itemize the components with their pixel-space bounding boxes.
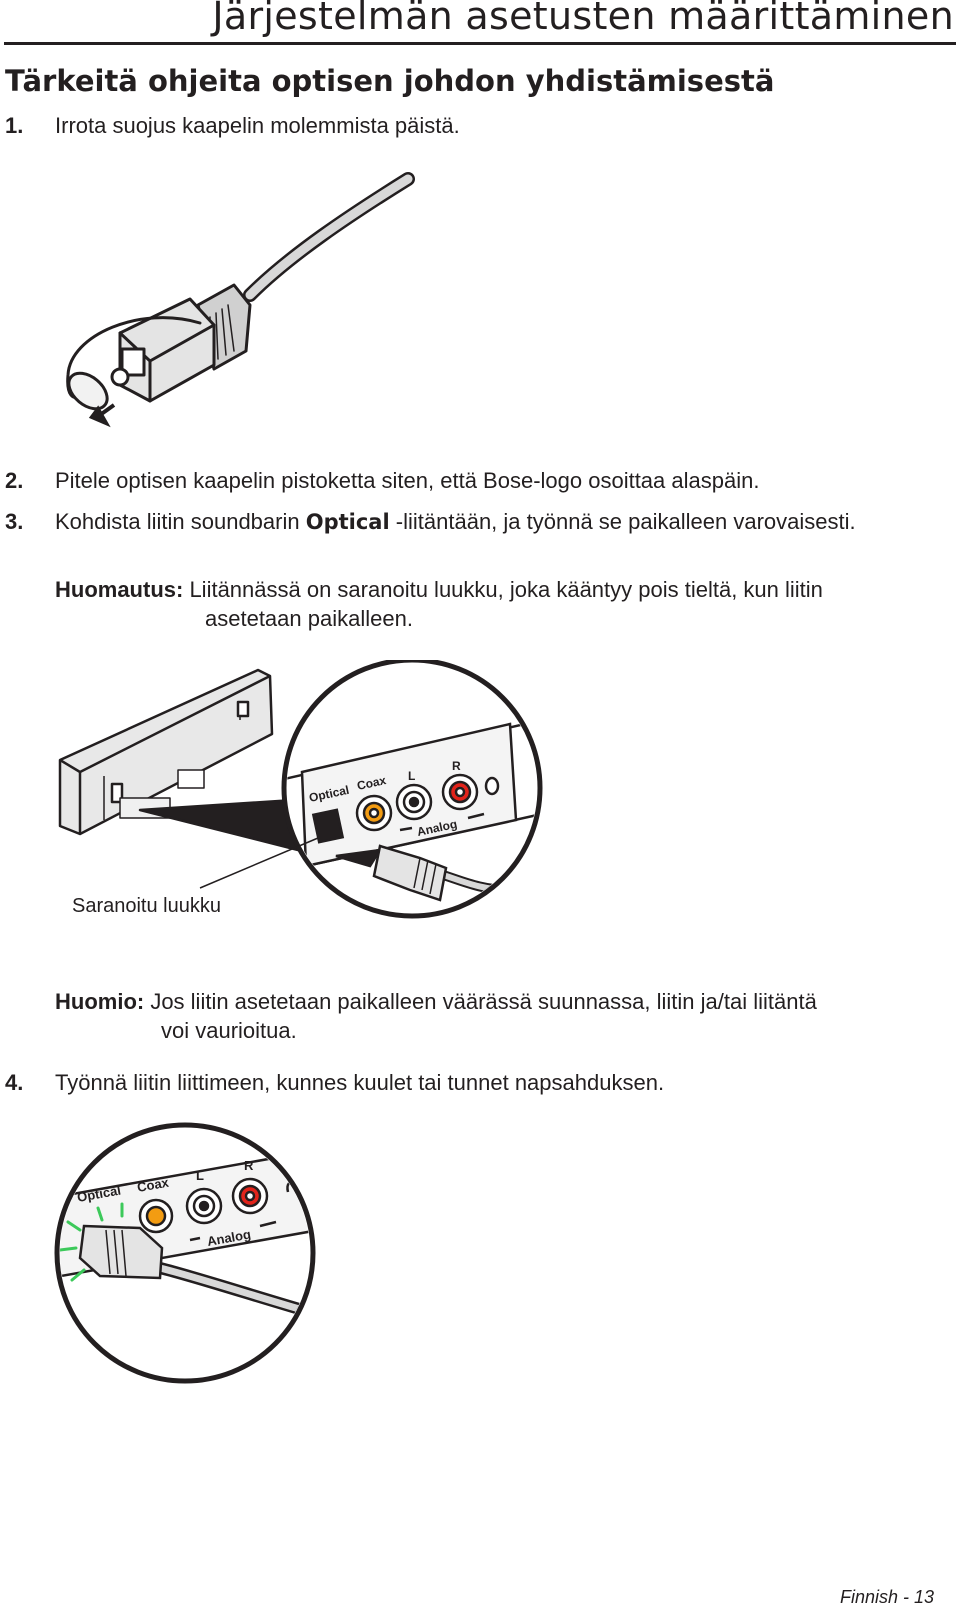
port-label-coax: Coax: [136, 1175, 171, 1195]
port-label-left: L: [196, 1168, 204, 1183]
page-footer: Finnish - 13: [839, 1587, 934, 1607]
callout-hinged-door: Saranoitu luukku: [72, 895, 221, 917]
note-text: Liitännässä on saranoitu luukku, joka kä…: [183, 577, 823, 602]
section-title: Tärkeitä ohjeita optisen johdon yhdistäm…: [5, 64, 775, 98]
step-number: 1.: [5, 113, 24, 138]
figure-connector-seated: Optical Coax L R Analog: [54, 1122, 316, 1384]
port-label-coax: Coax: [356, 773, 388, 793]
caution-label: Huomio:: [55, 989, 145, 1014]
page-title: Järjestelmän asetusten määrittäminen: [212, 0, 954, 38]
step-text: Työnnä liitin liittimeen, kunnes kuulet …: [55, 1070, 665, 1095]
figure-cable-cap: [66, 172, 415, 428]
port-label-right: R: [452, 759, 461, 773]
caution-text: Jos liitin asetetaan paikalleen väärässä…: [144, 989, 817, 1014]
step-text: Irrota suojus kaapelin molemmista päistä…: [55, 113, 460, 138]
caution-text-cont: voi vaurioitua.: [161, 1018, 297, 1043]
step-text: Pitele optisen kaapelin pistoketta siten…: [55, 468, 760, 493]
step-number: 4.: [5, 1070, 24, 1095]
step-number: 3.: [5, 509, 24, 534]
note-text-cont: asetetaan paikalleen.: [205, 606, 413, 631]
page-header: Järjestelmän asetusten määrittäminen: [4, 0, 956, 45]
note-label: Huomautus:: [55, 577, 184, 602]
port-label-right: R: [244, 1158, 254, 1173]
step-3: 3. Kohdista liitin soundbarin Optical -l…: [5, 507, 945, 537]
note-block: Huomautus: Liitännässä on saranoitu luuk…: [55, 575, 823, 633]
step-text: Kohdista liitin soundbarin Optical -liit…: [55, 509, 856, 534]
optical-port-label: Optical: [305, 510, 390, 534]
step-1: 1. Irrota suojus kaapelin molemmista päi…: [5, 111, 945, 140]
figure-soundbar-port: Optical Coax L R Analog: [58, 660, 543, 919]
step-number: 2.: [5, 468, 24, 493]
step-4: 4. Työnnä liitin liittimeen, kunnes kuul…: [5, 1068, 945, 1097]
port-label-left: L: [408, 769, 415, 783]
caution-block: Huomio: Jos liitin asetetaan paikalleen …: [55, 987, 817, 1045]
step-2: 2. Pitele optisen kaapelin pistoketta si…: [5, 466, 945, 495]
